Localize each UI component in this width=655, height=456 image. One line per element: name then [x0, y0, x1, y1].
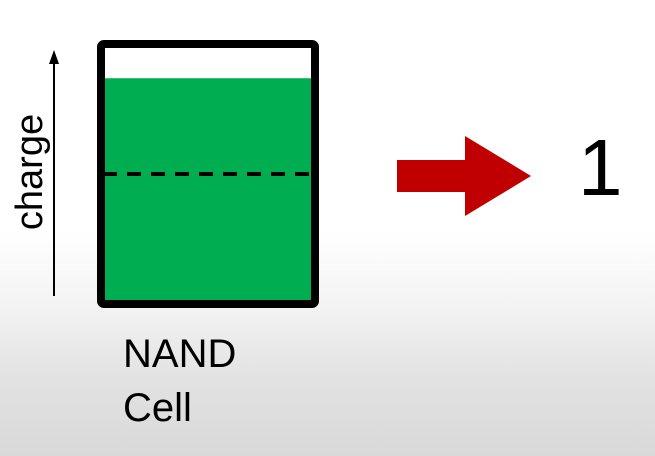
caption-line-1: NAND	[123, 332, 237, 376]
cell-charge-fill	[101, 78, 315, 305]
cell-outline	[97, 40, 319, 308]
result-arrow-icon	[397, 136, 531, 216]
result-value: 1	[578, 123, 623, 212]
caption-line-2: Cell	[123, 386, 192, 430]
cell-caption: NAND Cell	[123, 327, 236, 435]
charge-axis-arrowhead-icon	[49, 50, 59, 64]
charge-axis-label: charge	[9, 113, 51, 231]
